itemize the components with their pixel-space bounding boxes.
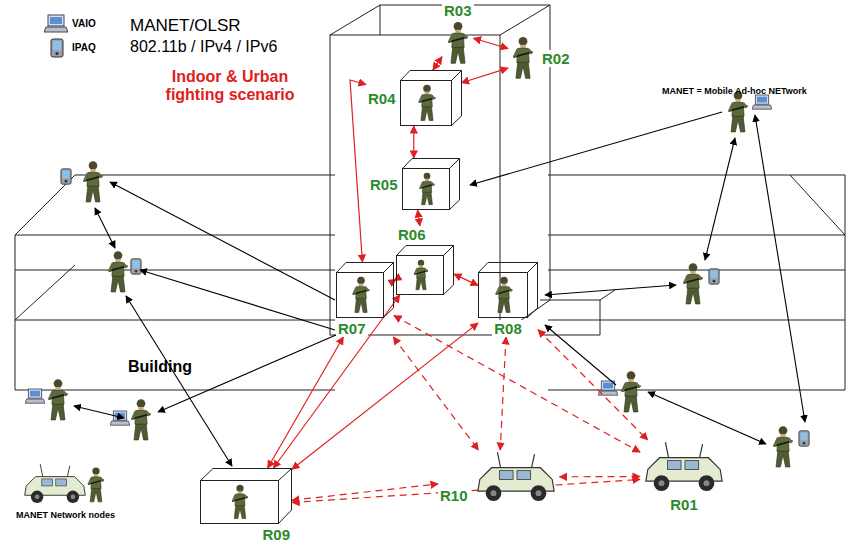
- radio-link: [350, 80, 366, 262]
- node-id: R10: [438, 487, 470, 504]
- radio-node: R09: [200, 468, 292, 543]
- note-label: 802.11b / IPv4 / IPv6: [130, 38, 277, 56]
- node-id: R01: [668, 496, 700, 513]
- radio-link: [273, 295, 399, 468]
- vehicle-figure: [472, 450, 560, 504]
- radio-link: [393, 337, 478, 450]
- node-id: R04: [366, 90, 398, 107]
- room-figure: [402, 158, 460, 210]
- radio-link: [418, 210, 420, 226]
- radio-node: R01: [640, 440, 728, 513]
- radio-node: R03: [442, 2, 474, 65]
- room-figure: [478, 262, 538, 318]
- radio-link: [433, 57, 442, 70]
- room-figure: [400, 70, 462, 126]
- radio-node: R02: [508, 36, 572, 80]
- radio-node: R04: [366, 70, 462, 126]
- radio-link: [560, 476, 641, 477]
- radio-node: R06: [396, 226, 454, 295]
- node-id: R06: [396, 226, 428, 243]
- soldier-figure: [508, 36, 538, 80]
- radio-link: [474, 38, 509, 48]
- room-figure: [200, 468, 292, 524]
- radio-node: R08: [478, 262, 538, 337]
- node-id: R05: [368, 176, 400, 193]
- note-label: MANET/OLSR: [130, 16, 241, 36]
- node-id: R03: [442, 2, 474, 19]
- note-label: MANET = Mobile Ad-hoc NETwork: [662, 86, 807, 96]
- room-figure: [396, 245, 454, 295]
- radio-link: [394, 279, 396, 280]
- note-label: Building: [128, 358, 192, 376]
- legend-text: VAIO: [72, 18, 96, 30]
- radio-link: [538, 330, 648, 440]
- radio-node: R05: [368, 158, 460, 210]
- vehicle-figure: [640, 440, 728, 494]
- radio-link: [292, 323, 478, 469]
- radio-link: [454, 274, 478, 285]
- room-figure: [336, 262, 394, 318]
- node-id: R02: [540, 50, 572, 67]
- radio-link: [462, 68, 509, 83]
- scenario-title: Indoor & Urban fighting scenario: [145, 68, 315, 105]
- radio-link: [413, 126, 414, 158]
- radio-link: [268, 337, 344, 468]
- soldier-figure: [443, 21, 473, 65]
- node-id: R09: [260, 526, 292, 543]
- node-id: R07: [336, 320, 368, 337]
- radio-link: [500, 337, 506, 450]
- radio-node: R10: [438, 450, 560, 504]
- radio-link: [394, 316, 640, 453]
- note-label: MANET Network nodes: [16, 510, 115, 520]
- node-id: R08: [492, 320, 524, 337]
- legend-text: IPAQ: [72, 42, 96, 54]
- radio-node: R07: [336, 262, 394, 337]
